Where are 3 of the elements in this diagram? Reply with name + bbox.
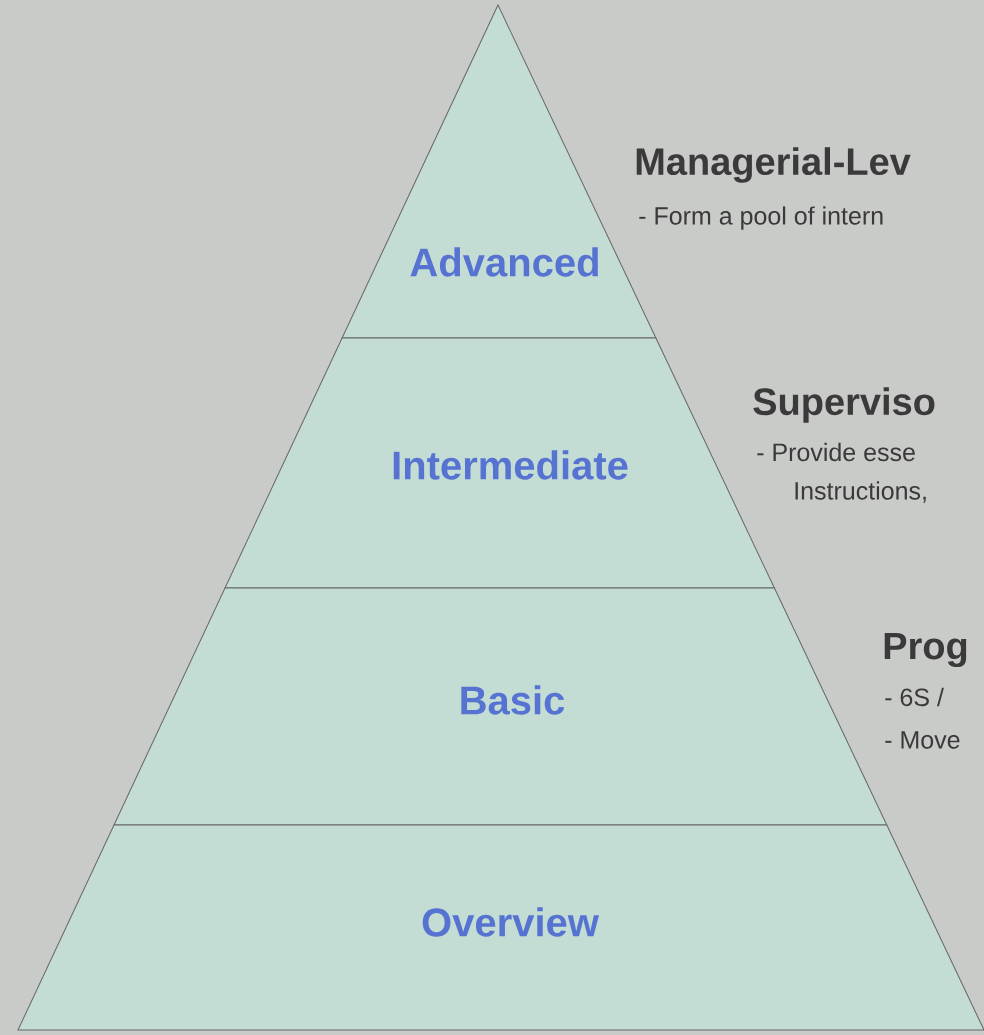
level-description: Instructions, [795, 481, 926, 503]
level-description: - 6S / [885, 687, 944, 707]
level-description: - Move [885, 731, 960, 749]
